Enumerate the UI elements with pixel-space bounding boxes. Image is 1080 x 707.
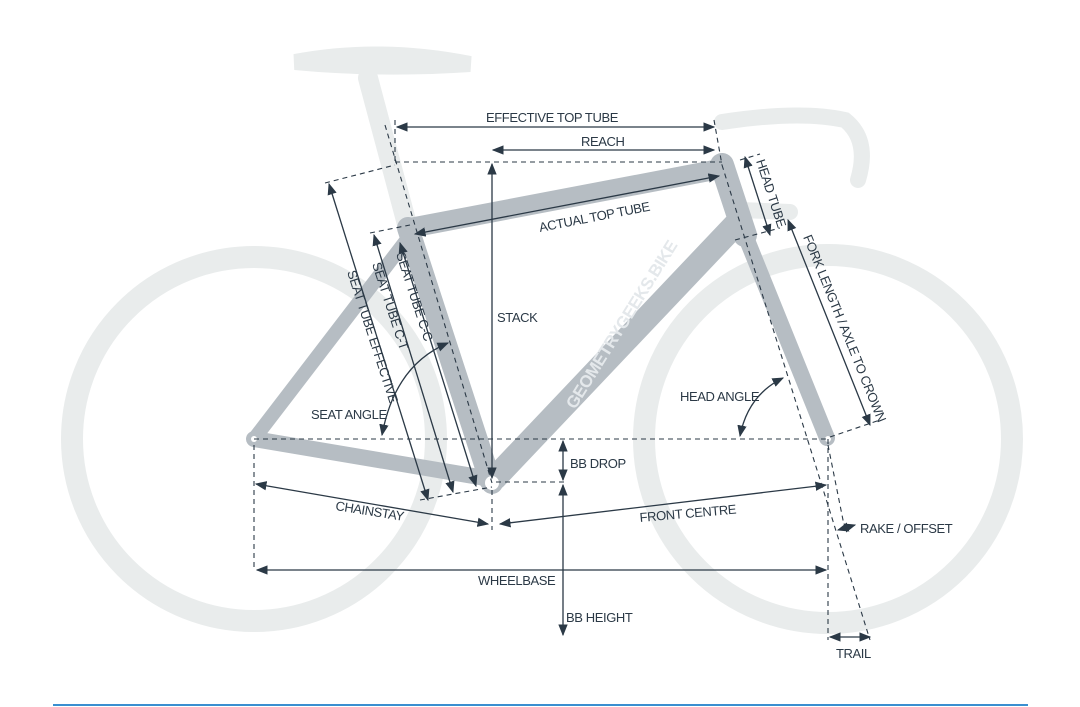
head-angle-arc <box>737 377 785 438</box>
rake-arrow <box>836 522 857 533</box>
head-tube-arrow <box>743 155 772 237</box>
bottom-divider <box>53 704 1028 706</box>
label-chainstay: CHAINSTAY <box>335 498 406 524</box>
label-seat-angle: SEAT ANGLE <box>311 407 387 422</box>
seat-angle-arc <box>379 342 450 437</box>
label-effective-top-tube: EFFECTIVE TOP TUBE <box>486 110 619 125</box>
fork-length-arrow <box>787 218 871 427</box>
chainstay-arrow <box>254 481 490 527</box>
label-bb-drop: BB DROP <box>570 456 626 471</box>
label-stack: STACK <box>497 310 538 325</box>
label-rake-offset: RAKE / OFFSET <box>860 521 953 536</box>
label-reach: REACH <box>581 134 625 149</box>
ghost-bike <box>61 46 1023 634</box>
label-wheelbase: WHEELBASE <box>478 573 556 588</box>
down-tube <box>483 213 747 490</box>
dimension-arrows <box>254 122 872 642</box>
seatpost <box>358 68 418 238</box>
watermark: GEOMETRYGEEKS.BIKE <box>562 237 681 412</box>
label-bb-height: BB HEIGHT <box>566 610 633 625</box>
label-head-angle: HEAD ANGLE <box>680 389 760 404</box>
chainstay-tube <box>246 431 493 486</box>
saddle <box>293 46 472 75</box>
front-centre-arrow <box>498 481 828 528</box>
actual-top-tube-arrow <box>413 173 721 237</box>
label-trail: TRAIL <box>836 646 871 661</box>
